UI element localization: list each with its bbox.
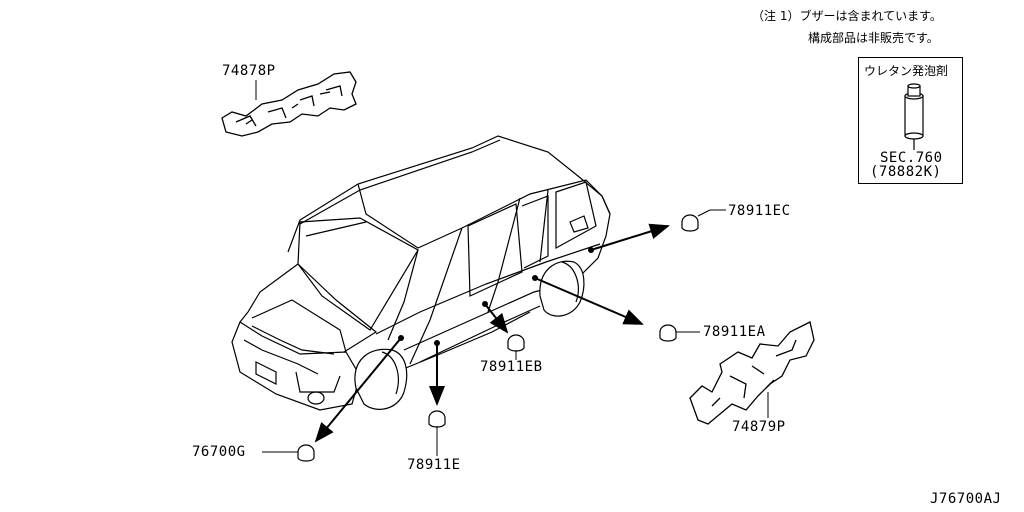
inset-section-label: SEC.760 bbox=[880, 150, 943, 166]
inset-part-label: (78882K) bbox=[870, 164, 942, 180]
label-74878p: 74878P bbox=[222, 63, 276, 79]
label-78911ec: 78911EC bbox=[728, 203, 791, 219]
vehicle-station-wagon bbox=[231, 135, 611, 411]
label-78911ea: 78911EA bbox=[703, 324, 766, 340]
urethane-foam-canister-icon bbox=[904, 83, 924, 150]
foam-insulator-74879p bbox=[689, 321, 815, 425]
foam-insulator-74878p bbox=[221, 71, 357, 137]
label-78911e: 78911E bbox=[407, 457, 461, 473]
plug-78911eb-icon bbox=[507, 334, 525, 352]
plug-parts bbox=[297, 214, 699, 462]
plug-78911e-icon bbox=[428, 410, 446, 428]
leader-arrows bbox=[314, 223, 670, 443]
label-leaders bbox=[262, 209, 769, 456]
note-line-1: （注 1）ブザーは含まれています。 bbox=[752, 9, 942, 23]
inset-title: ウレタン発泡剤 bbox=[864, 64, 949, 78]
label-76700g: 76700G bbox=[192, 444, 246, 460]
label-74879p: 74879P bbox=[732, 419, 786, 435]
label-78911eb: 78911EB bbox=[480, 359, 543, 375]
plug-76700g-icon bbox=[297, 444, 315, 462]
inset-box bbox=[858, 57, 963, 184]
plug-78911ec-icon bbox=[681, 214, 699, 232]
plug-78911ea-icon bbox=[659, 324, 677, 342]
diagram-id: J76700AJ bbox=[930, 491, 1002, 507]
note-line-2: 構成部品は非販売です。 bbox=[808, 31, 939, 45]
